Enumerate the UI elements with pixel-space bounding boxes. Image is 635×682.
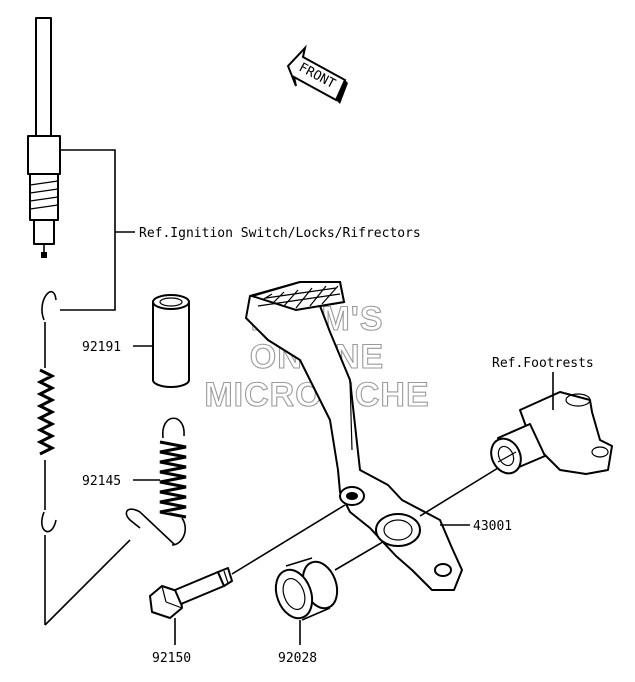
brake-pedal-43001 xyxy=(245,281,463,591)
part-label-92150[interactable]: 92150 xyxy=(152,651,191,666)
spring-92145 xyxy=(125,417,187,546)
footrest-pivot xyxy=(490,391,613,475)
bushing-92028 xyxy=(274,557,339,621)
sleeve-92191 xyxy=(152,294,190,388)
bolt-leader xyxy=(231,504,346,575)
footrest-leader xyxy=(419,467,499,517)
switch-spring xyxy=(36,291,57,625)
spring-hook-leader xyxy=(44,539,131,626)
brake-light-switch xyxy=(27,17,61,258)
ref-ignition-label[interactable]: Ref.Ignition Switch/Locks/Rifrectors xyxy=(139,226,421,241)
part-label-92028[interactable]: 92028 xyxy=(278,651,317,666)
front-arrow-icon: FRONT xyxy=(286,44,348,104)
part-label-43001[interactable]: 43001 xyxy=(473,519,512,534)
part-label-92191[interactable]: 92191 xyxy=(82,340,121,355)
ref-footrests-label[interactable]: Ref.Footrests xyxy=(492,356,594,371)
part-label-92145[interactable]: 92145 xyxy=(82,474,121,489)
bolt-92150 xyxy=(149,567,233,619)
ignition-ref-bracket xyxy=(60,149,116,311)
